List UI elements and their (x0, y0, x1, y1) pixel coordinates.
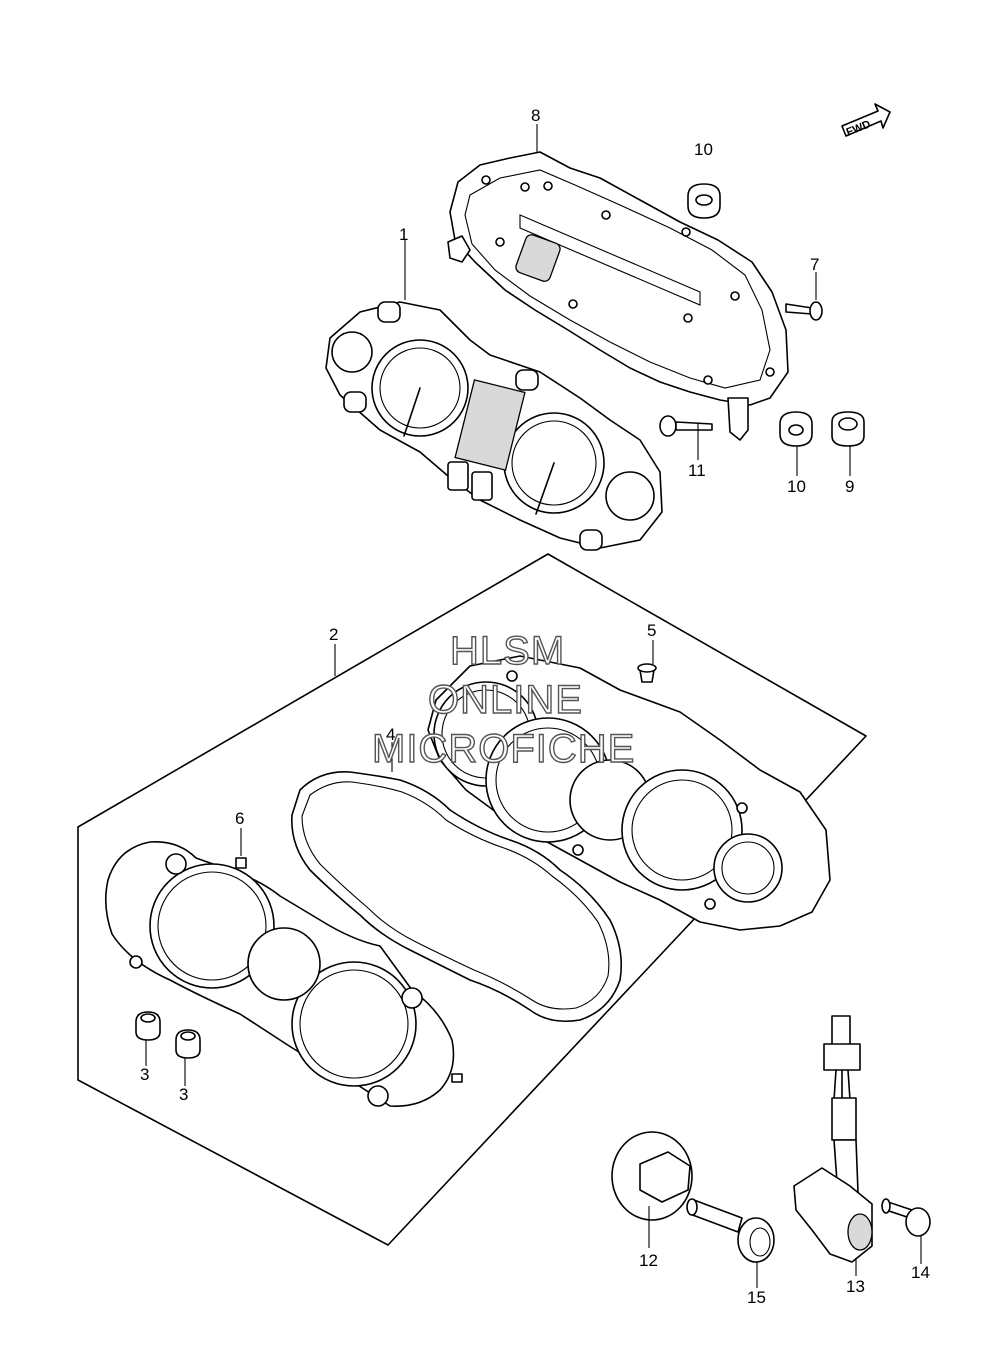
bolt-14 (881, 1198, 931, 1237)
callout-14: 14 (911, 1263, 930, 1282)
grommet-bottom (779, 411, 813, 447)
watermark-line-3: MICROFICHE (372, 727, 635, 771)
callout-9: 9 (845, 477, 854, 496)
gasket-4 (291, 771, 623, 1023)
callout-2: 2 (329, 625, 338, 644)
forward-arrow-icon: FWD (841, 103, 891, 139)
callout-3-left: 3 (140, 1065, 149, 1084)
bolt-15 (686, 1198, 775, 1263)
screw-5 (637, 663, 657, 683)
callout-12: 12 (639, 1251, 658, 1270)
callout-6: 6 (235, 809, 244, 828)
kit-boundary (77, 553, 867, 1246)
callout-8: 8 (531, 106, 540, 125)
seal-12 (611, 1131, 693, 1221)
meter-rear-case (447, 151, 789, 441)
bushing-3b (175, 1029, 201, 1059)
callout-3-right: 3 (179, 1085, 188, 1104)
bushing-3a (135, 1011, 161, 1041)
callout-10-bottom: 10 (787, 477, 806, 496)
callout-10-top: 10 (694, 140, 713, 159)
watermark: HLSM ONLINE MICROFICHE (371, 628, 635, 771)
ring-plate-6 (104, 841, 463, 1107)
screw-11 (659, 415, 713, 437)
callout-13: 13 (846, 1277, 865, 1296)
forward-badge-text: FWD (845, 118, 873, 139)
watermark-line-2: ONLINE (428, 678, 583, 722)
meter-front-case (427, 655, 831, 931)
screw-7 (785, 301, 823, 321)
grommet-top (687, 183, 721, 219)
watermark-line-1: HLSM (450, 629, 565, 673)
meter-assembly (325, 301, 663, 551)
speed-sensor-13 (793, 1015, 873, 1263)
callout-15: 15 (747, 1288, 766, 1307)
callout-11: 11 (688, 461, 706, 480)
callout-5: 5 (647, 621, 656, 640)
leader-lines (145, 124, 922, 1288)
callout-1: 1 (399, 225, 408, 244)
callout-7: 7 (810, 255, 819, 274)
callout-4: 4 (386, 725, 395, 744)
callout-labels: 8 10 1 7 11 10 9 2 5 4 6 3 3 12 15 13 14 (140, 106, 930, 1307)
bushing-9 (831, 411, 865, 447)
